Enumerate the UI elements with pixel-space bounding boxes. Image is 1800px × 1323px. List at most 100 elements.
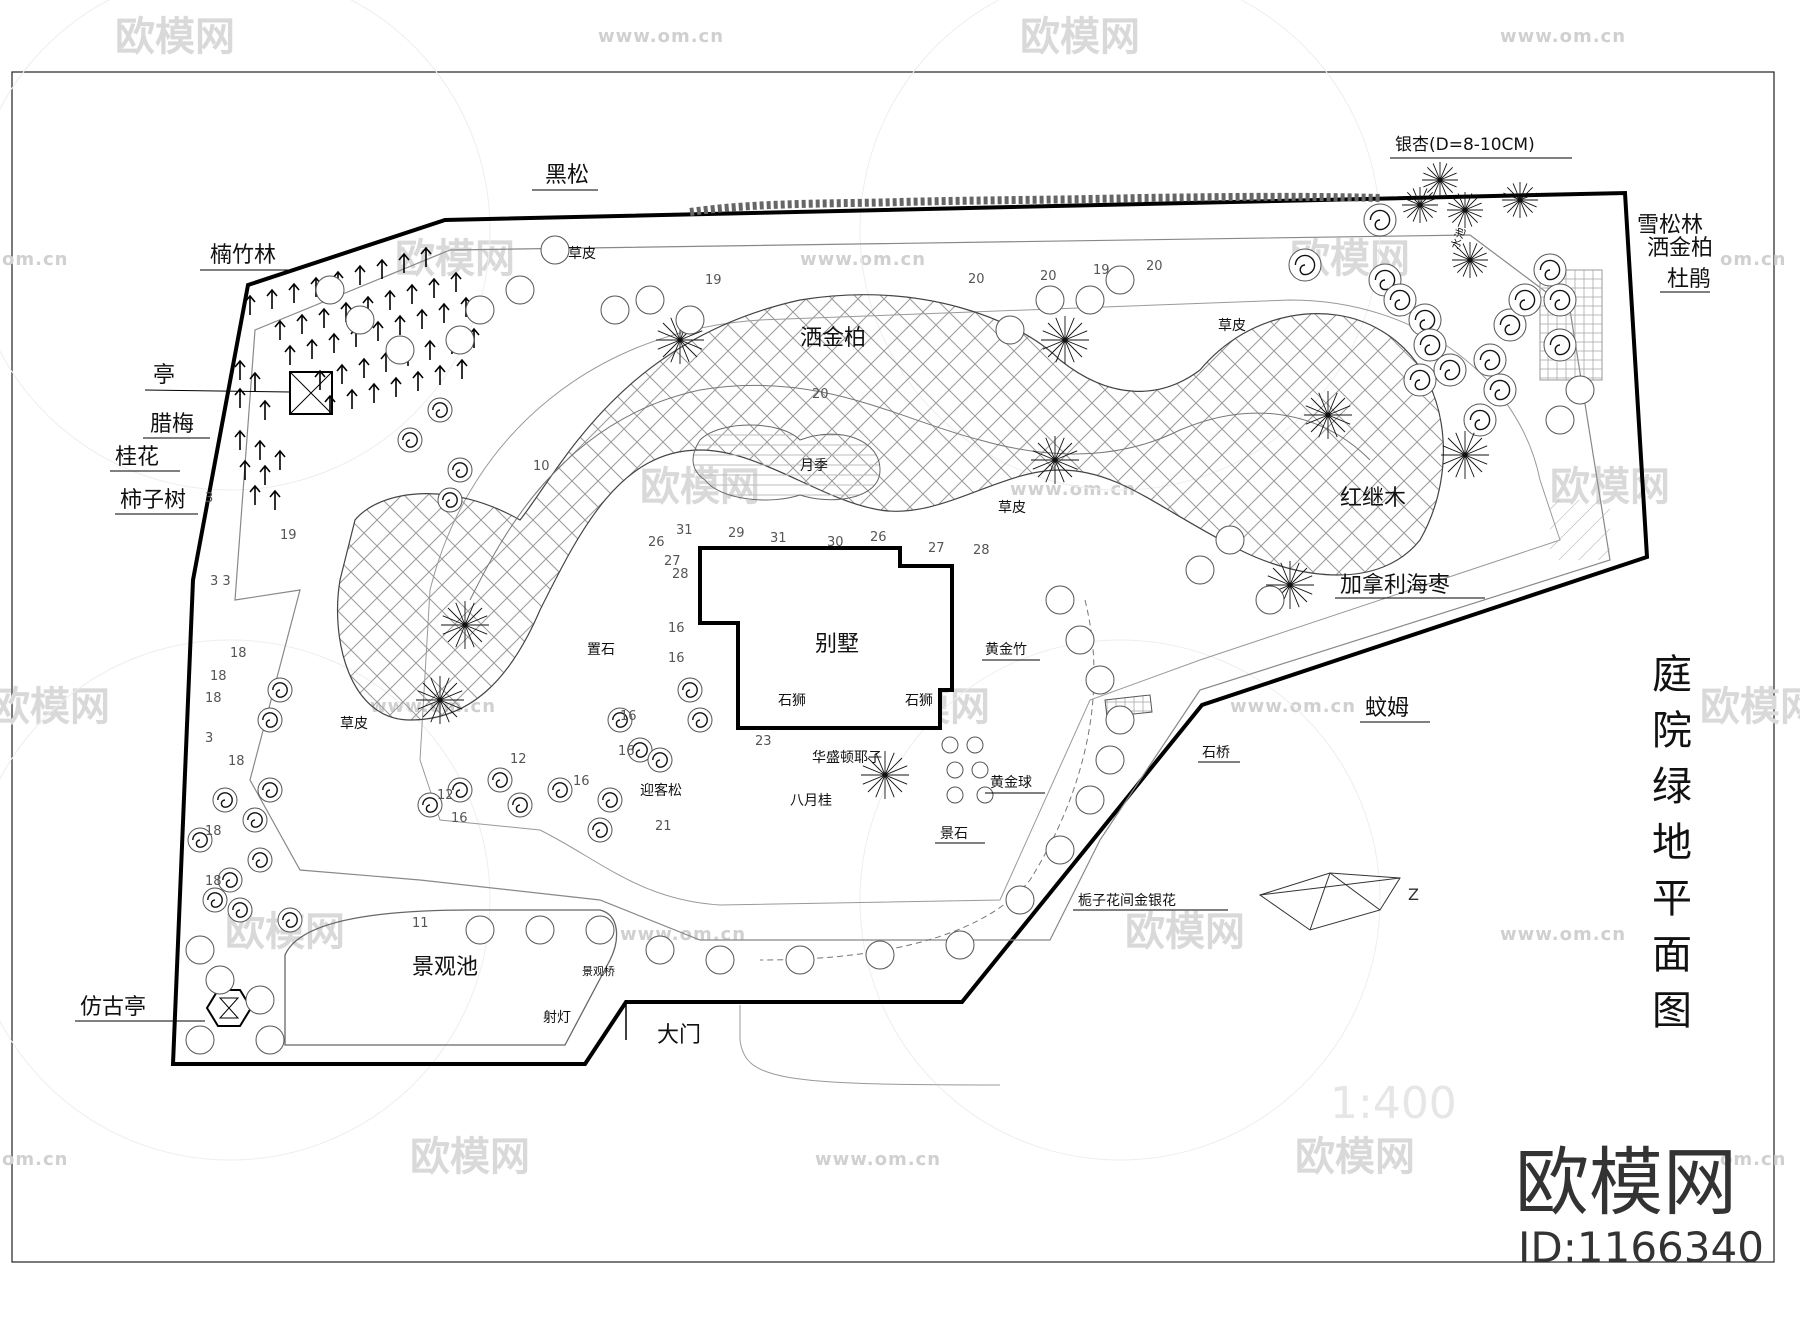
shrub-swirl (262, 782, 278, 798)
label-huangjinzhu: 黄金竹 (985, 641, 1027, 658)
svg-text:18: 18 (205, 824, 222, 839)
svg-text:16: 16 (620, 709, 637, 724)
shrub-swirl (632, 742, 648, 758)
label-bayuegui: 八月桂 (790, 793, 832, 809)
drawing-frame (11, 71, 1775, 1263)
canopy-tree (1565, 375, 1595, 405)
watermark-brand: 欧模网 (1295, 1134, 1415, 1180)
canopy-tree (1255, 585, 1285, 615)
bamboo-mark (390, 376, 402, 397)
svg-text:18: 18 (210, 669, 227, 684)
shrub-swirl (422, 797, 438, 813)
label-xuesonglin: 雪松林 (1637, 213, 1703, 238)
svg-text:20: 20 (968, 272, 985, 287)
canopy-tree (185, 935, 215, 965)
shrub-swirl (222, 872, 238, 888)
shrub-swirl (252, 852, 268, 868)
label-jingguande: 景观桥 (582, 965, 615, 978)
svg-text:19: 19 (280, 528, 297, 543)
svg-text:Z: Z (1408, 885, 1419, 904)
bamboo-mark (249, 371, 261, 392)
conifer-tree (1447, 192, 1483, 228)
svg-text:16: 16 (451, 811, 468, 826)
svg-text:28: 28 (672, 567, 689, 582)
conifer-tree (1502, 182, 1538, 218)
cedar-block (1539, 269, 1603, 381)
canopy-tree (705, 945, 735, 975)
watermark-url: om.cn (1720, 1149, 1786, 1170)
canopy-tree (645, 935, 675, 965)
svg-text:16: 16 (668, 621, 685, 636)
bamboo-mark (358, 357, 370, 378)
ginkgo-tree-swirl (1419, 334, 1441, 356)
watermark-url: www.om.cn (1010, 479, 1136, 500)
conifer-tree (1402, 187, 1438, 223)
shrub-swirl (247, 812, 263, 828)
svg-text:27: 27 (664, 554, 681, 569)
svg-text:18: 18 (228, 754, 245, 769)
canopy-tree (945, 930, 975, 960)
canopy-tree (785, 945, 815, 975)
label-shiqiao: 石桥 (1202, 745, 1230, 761)
ginkgo-tree-swirl (1499, 314, 1521, 336)
bamboo-mark (259, 399, 271, 420)
title-char: 面 (1652, 932, 1692, 978)
canopy-tree (600, 295, 630, 325)
brand-logo-text: 欧模网 (1515, 1140, 1737, 1226)
canopy-tree (185, 1025, 215, 1055)
shrub-swirl (192, 832, 208, 848)
shrub-swirl (652, 752, 668, 768)
shrub-swirl (432, 402, 448, 418)
svg-text:3: 3 (205, 491, 213, 506)
label-caopi-top: 草皮 (568, 246, 596, 262)
ginkgo-tree-swirl (1549, 289, 1571, 311)
label-ting: 亭 (153, 363, 175, 388)
bamboo-mark (416, 308, 428, 329)
shrub-swirl (262, 712, 278, 728)
canopy-tree (1545, 405, 1575, 435)
bamboo-mark (239, 459, 251, 480)
bamboo-mark (406, 283, 418, 304)
golden-ball-shrub (971, 761, 989, 779)
canopy-tree (1105, 265, 1135, 295)
watermark-url: om.cn (2, 1149, 68, 1170)
bamboo-mark (398, 252, 410, 273)
bamboo-mark (324, 394, 336, 415)
canopy-tree (445, 325, 475, 355)
ginkgo-tree-swirl (1479, 349, 1501, 371)
label-huashengdun: 华盛顿耶子 (812, 750, 882, 766)
golden-ball-shrub (966, 736, 984, 754)
title-char: 平 (1652, 876, 1692, 922)
palm-tree (861, 751, 909, 799)
ginkgo-tree-swirl (1489, 379, 1511, 401)
shrub-swirl (442, 492, 458, 508)
title-char: 地 (1652, 820, 1692, 866)
canopy-tree (865, 940, 895, 970)
golden-ball-shrub (976, 786, 994, 804)
garden-path-outer (234, 234, 1611, 941)
label-caopi-center: 草皮 (998, 500, 1026, 516)
canopy-tree (1215, 525, 1245, 555)
canopy-tree (205, 965, 235, 995)
canopy-tree (1075, 285, 1105, 315)
bamboo-grove (234, 246, 480, 510)
svg-text:26: 26 (870, 530, 887, 545)
shrub-swirl (682, 682, 698, 698)
bamboo-mark (384, 289, 396, 310)
north-arrow: Z (1258, 872, 1419, 931)
label-caopi-left: 草皮 (340, 716, 368, 732)
bamboo-mark (266, 288, 278, 309)
watermark-brand: 欧模网 (1020, 14, 1140, 60)
palm-tree (416, 676, 464, 724)
hatch-block (1550, 500, 1610, 560)
conifer-tree (1422, 162, 1458, 198)
svg-text:31: 31 (676, 523, 693, 538)
label-shuichi: 水池 (1449, 226, 1469, 251)
shrub-swirl (282, 912, 298, 928)
shrub-swirl (612, 712, 628, 728)
bamboo-mark (354, 264, 366, 285)
tree-symbols (185, 162, 1595, 1055)
label-yingkesong: 迎客松 (640, 782, 682, 799)
shrub-swirl (232, 902, 248, 918)
shrub-swirl (492, 772, 508, 788)
